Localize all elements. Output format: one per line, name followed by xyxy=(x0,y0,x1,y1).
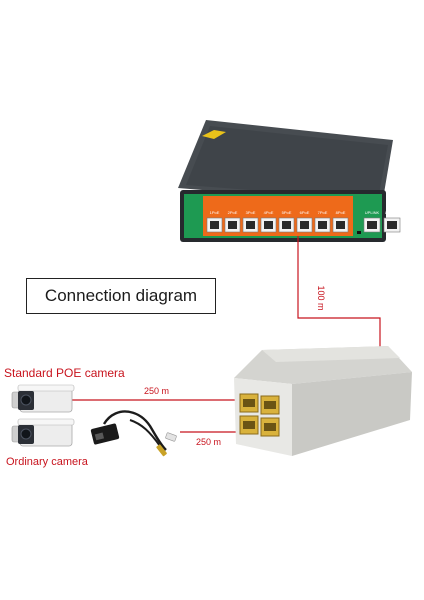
poe-port-label-5: 5PoE xyxy=(282,210,292,215)
poe-port-label-group: 1PoE 2PoE 3PoE 4PoE 5PoE 6PoE 7PoE 8PoE xyxy=(210,210,346,215)
switch-top-shade xyxy=(186,126,388,200)
extender-right-face xyxy=(292,372,412,456)
poe-port-label-8: 8PoE xyxy=(336,210,346,215)
camera1-hood xyxy=(17,384,75,392)
poe-port-label-2: 2PoE xyxy=(228,210,238,215)
poe-port-socket-8 xyxy=(336,221,345,229)
uplink-port-label-2: UPLINK xyxy=(385,210,400,215)
ordinary-camera xyxy=(11,418,75,447)
splitter-dc-plug xyxy=(156,444,167,457)
extender-highlight xyxy=(262,346,400,362)
standard-poe-camera-label: Standard POE camera xyxy=(4,366,125,380)
uplink-port-label-1: UPLINK xyxy=(365,210,380,215)
cables xyxy=(72,236,381,433)
poe-port-socket-1 xyxy=(210,221,219,229)
diagram-title: Connection diagram xyxy=(44,286,198,305)
uplink-port-socket-1 xyxy=(367,221,377,229)
poe-port-socket-6 xyxy=(300,221,309,229)
extender-port-hole-4 xyxy=(264,423,276,431)
camera2-hood xyxy=(17,418,75,426)
extender-port-hole-3 xyxy=(243,421,255,429)
splitter-rj45-jack xyxy=(94,432,105,441)
poe-extender xyxy=(234,346,412,456)
splitter-body xyxy=(90,423,120,445)
splitter-cable-branch xyxy=(129,419,161,447)
poe-port-label-6: 6PoE xyxy=(300,210,310,215)
camera1-lens xyxy=(20,394,32,406)
uplink-label-group: UPLINK UPLINK xyxy=(365,210,400,215)
poe-port-socket-2 xyxy=(228,221,237,229)
poe-port-label-3: 3PoE xyxy=(246,210,256,215)
poe-port-socket-5 xyxy=(282,221,291,229)
distance-label-extender-to-ordinary-camera: 250 m xyxy=(196,437,222,447)
poe-splitter xyxy=(90,410,177,457)
standard-poe-camera xyxy=(11,384,75,413)
poe-port-socket-7 xyxy=(318,221,327,229)
poe-port-label-4: 4PoE xyxy=(264,210,274,215)
warning-sticker xyxy=(202,130,226,139)
poe-port-label-1: 1PoE xyxy=(210,210,220,215)
distance-label-extender-to-poe-camera: 250 m xyxy=(144,386,170,396)
poe-port-socket-3 xyxy=(246,221,255,229)
camera2-lens xyxy=(20,428,32,440)
extender-port-hole-1 xyxy=(243,399,255,407)
uplink-port-socket-2 xyxy=(387,221,397,229)
diagram-title-box: Connection diagram xyxy=(26,278,216,314)
ordinary-camera-label: Ordinary camera xyxy=(6,456,88,468)
extender-port-hole-2 xyxy=(264,401,276,409)
cable-switch-to-extender xyxy=(297,236,381,356)
splitter-cable-loop xyxy=(102,410,167,451)
splitter-rj45-plug xyxy=(165,432,177,442)
poe-port-socket-4 xyxy=(264,221,273,229)
uplink-port-group xyxy=(363,217,401,233)
poe-port-group xyxy=(206,217,349,233)
switch-status-led xyxy=(357,231,361,234)
distance-label-switch-to-extender: 100 m xyxy=(316,285,326,310)
poe-port-label-7: 7PoE xyxy=(318,210,328,215)
